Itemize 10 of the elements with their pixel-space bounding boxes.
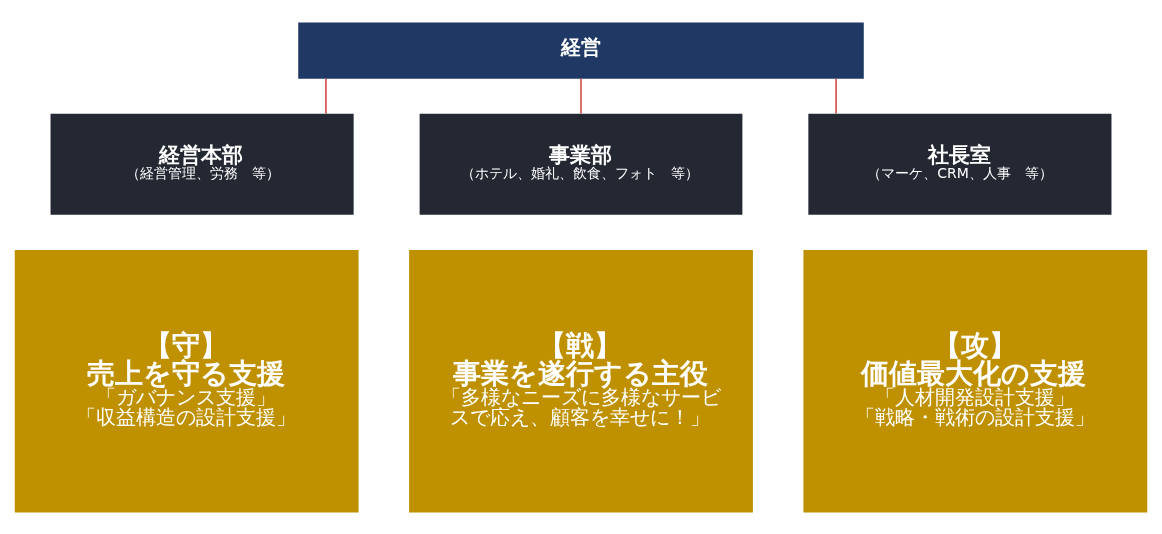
node-box: 【戦】 事業を遂行する主役 「多様なニーズに多様なサービスで応え、顧客を幸せに！」 xyxy=(409,249,753,512)
connector xyxy=(580,77,582,114)
node-box: 事業部 （ホテル、婚礼、飲食、フォト 等） xyxy=(419,113,743,215)
node-box: 【攻】 価値最大化の支援 「人材開発設計支援」 「戦略・戦術の設計支援」 xyxy=(803,249,1148,512)
node-box: 経営本部 （経営管理、労務 等） xyxy=(50,113,354,215)
node-box: 経営 xyxy=(298,22,864,79)
node-box: 社長室 （マーケ、CRM、人事 等） xyxy=(808,113,1112,215)
connector xyxy=(325,77,327,114)
connector xyxy=(835,77,837,114)
node-box: 【守】 売上を守る支援 「ガバナンス支援」 「収益構造の設計支援」 xyxy=(14,249,359,512)
